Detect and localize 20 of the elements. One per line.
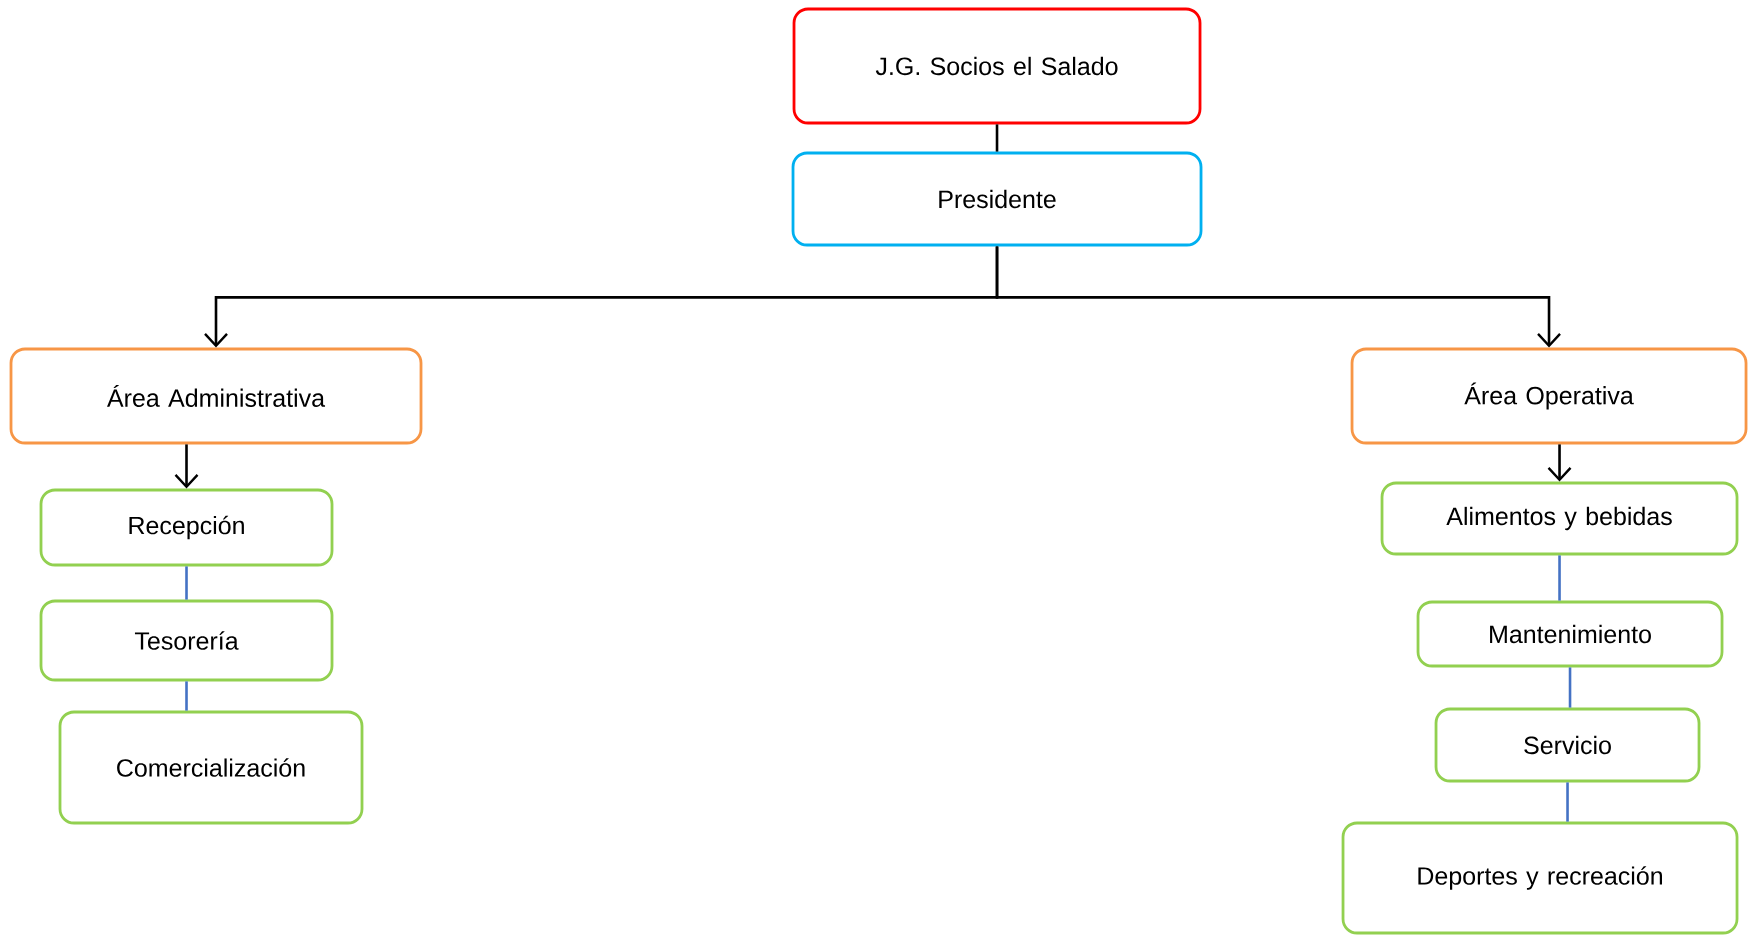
org-box: Área Operativa (1350, 347, 1748, 445)
connector-line (174, 444, 199, 489)
org-box: Recepción (39, 488, 334, 567)
org-box: Mantenimiento (1416, 600, 1724, 668)
connector-line (1566, 782, 1569, 822)
connector-line (1558, 555, 1561, 601)
connector-line (995, 246, 1561, 348)
connector-line (995, 124, 999, 152)
org-box: Servicio (1434, 707, 1701, 783)
org-box: Deportes y recreación (1341, 821, 1739, 935)
org-box: Tesorería (39, 599, 334, 682)
org-box: Área Administrativa (9, 347, 423, 445)
org-box: Comercialización (58, 710, 364, 825)
connector-line (185, 566, 188, 600)
org-box: Presidente (791, 151, 1203, 247)
org-box: Alimentos y bebidas (1380, 481, 1739, 556)
connector-line (1568, 667, 1572, 708)
connector-line (1547, 444, 1572, 482)
connector-line (185, 681, 188, 711)
org-box: J.G. Socios el Salado (792, 7, 1202, 125)
